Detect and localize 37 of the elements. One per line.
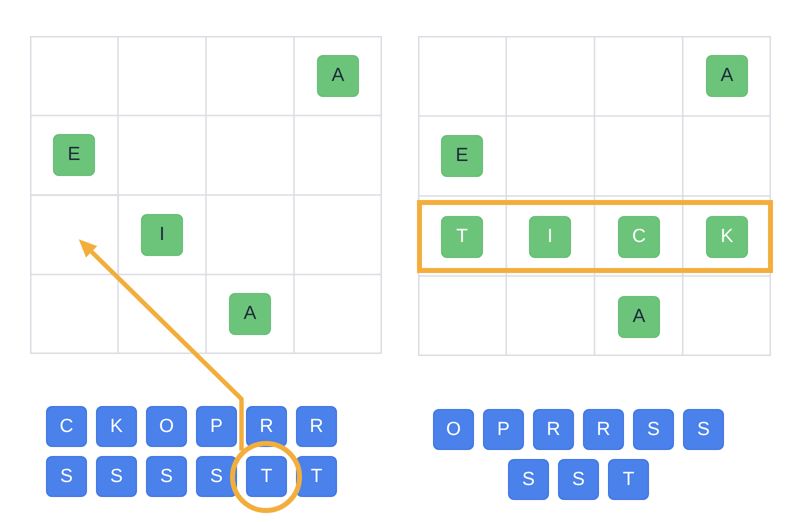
letter-tile: A — [229, 293, 271, 335]
letter-tile: S — [558, 459, 599, 500]
letter-tile: I — [141, 214, 183, 256]
letter-tile: A — [706, 55, 748, 97]
letter-tile: E — [441, 135, 483, 177]
letter-grid — [30, 36, 382, 354]
letter-tile: S — [146, 456, 187, 497]
letter-tile: S — [633, 409, 674, 450]
letter-tile: S — [508, 459, 549, 500]
letter-tile: A — [317, 55, 359, 97]
highlight-frame — [417, 200, 773, 273]
letter-tile: R — [296, 406, 337, 447]
letter-tile: R — [583, 409, 624, 450]
letter-tile: S — [46, 456, 87, 497]
grid-cell — [30, 195, 119, 275]
letter-tile: O — [433, 409, 474, 450]
letter-tile: E — [53, 134, 95, 176]
letter-tile: I — [529, 216, 571, 258]
letter-tile: S — [196, 456, 237, 497]
letter-tile: T — [441, 216, 483, 258]
letter-tile: K — [706, 216, 748, 258]
letter-tile: T — [296, 456, 337, 497]
letter-tile: P — [196, 406, 237, 447]
letter-tile: T — [608, 459, 649, 500]
letter-tile: R — [246, 406, 287, 447]
letter-tile: P — [483, 409, 524, 450]
letter-tile: C — [618, 216, 660, 258]
letter-tile: A — [618, 296, 660, 338]
letter-tile: O — [146, 406, 187, 447]
letter-tile: S — [96, 456, 137, 497]
highlight-ring — [230, 441, 302, 513]
letter-tile: R — [533, 409, 574, 450]
letter-tile: C — [46, 406, 87, 447]
letter-tile: T — [246, 456, 287, 497]
letter-tile: K — [96, 406, 137, 447]
letter-grid — [418, 36, 771, 356]
letter-tile: S — [683, 409, 724, 450]
